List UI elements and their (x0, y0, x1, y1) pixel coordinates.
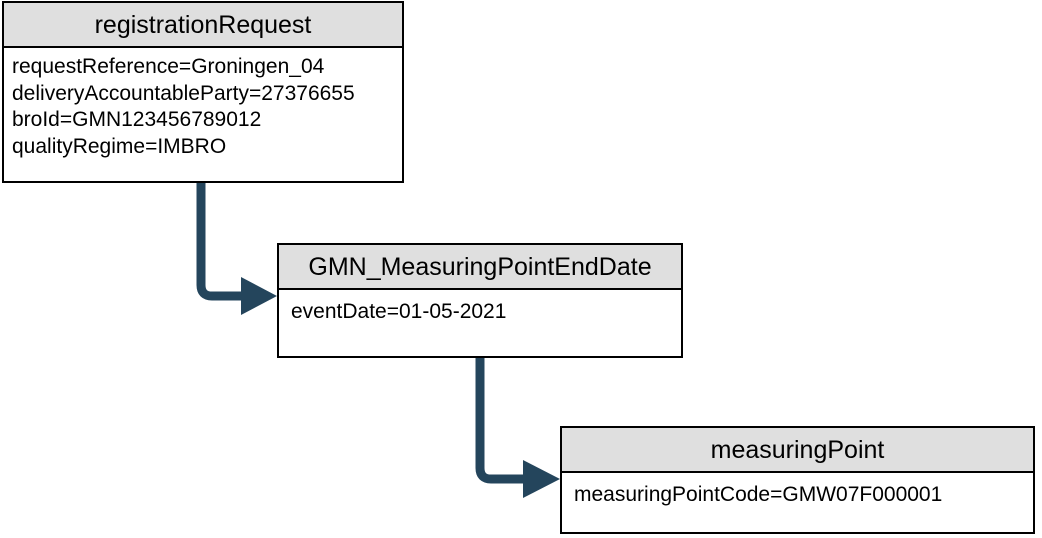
uml-object-gmn-measuring-point-end-date[interactable]: GMN_MeasuringPointEndDate eventDate=01-0… (277, 243, 683, 358)
uml-attribute: requestReference=Groningen_04 (12, 55, 325, 78)
arrowhead-icon (241, 277, 277, 315)
uml-attribute: broId=GMN123456789012 (12, 108, 262, 131)
uml-object-registration-request[interactable]: registrationRequest requestReference=Gro… (2, 1, 404, 183)
uml-object-measuring-point[interactable]: measuringPoint measuringPointCode=GMW07F… (560, 426, 1035, 534)
connector-elbow-path (196, 183, 243, 301)
uml-attribute: qualityRegime=IMBRO (12, 134, 227, 158)
uml-attribute: eventDate=01-05-2021 (291, 300, 507, 323)
connector-end-date-to-measuring-point (475, 358, 560, 498)
uml-attribute: measuringPointCode=GMW07F000001 (574, 483, 943, 506)
uml-object-attributes-measuring-point: measuringPointCode=GMW07F000001 (562, 473, 1033, 509)
uml-object-attributes-registration-request: requestReference=Groningen_04 deliveryAc… (4, 48, 402, 160)
arrowhead-icon (523, 460, 560, 498)
uml-object-title-registration-request: registrationRequest (4, 3, 402, 48)
connector-registration-request-to-end-date (196, 183, 277, 315)
uml-object-attributes-gmn-measuring-point-end-date: eventDate=01-05-2021 (279, 290, 681, 326)
uml-object-title-measuring-point: measuringPoint (562, 428, 1033, 473)
uml-object-title-gmn-measuring-point-end-date: GMN_MeasuringPointEndDate (279, 245, 681, 290)
uml-attribute: deliveryAccountableParty=27376655 (12, 81, 355, 105)
connector-elbow-path (475, 358, 525, 484)
